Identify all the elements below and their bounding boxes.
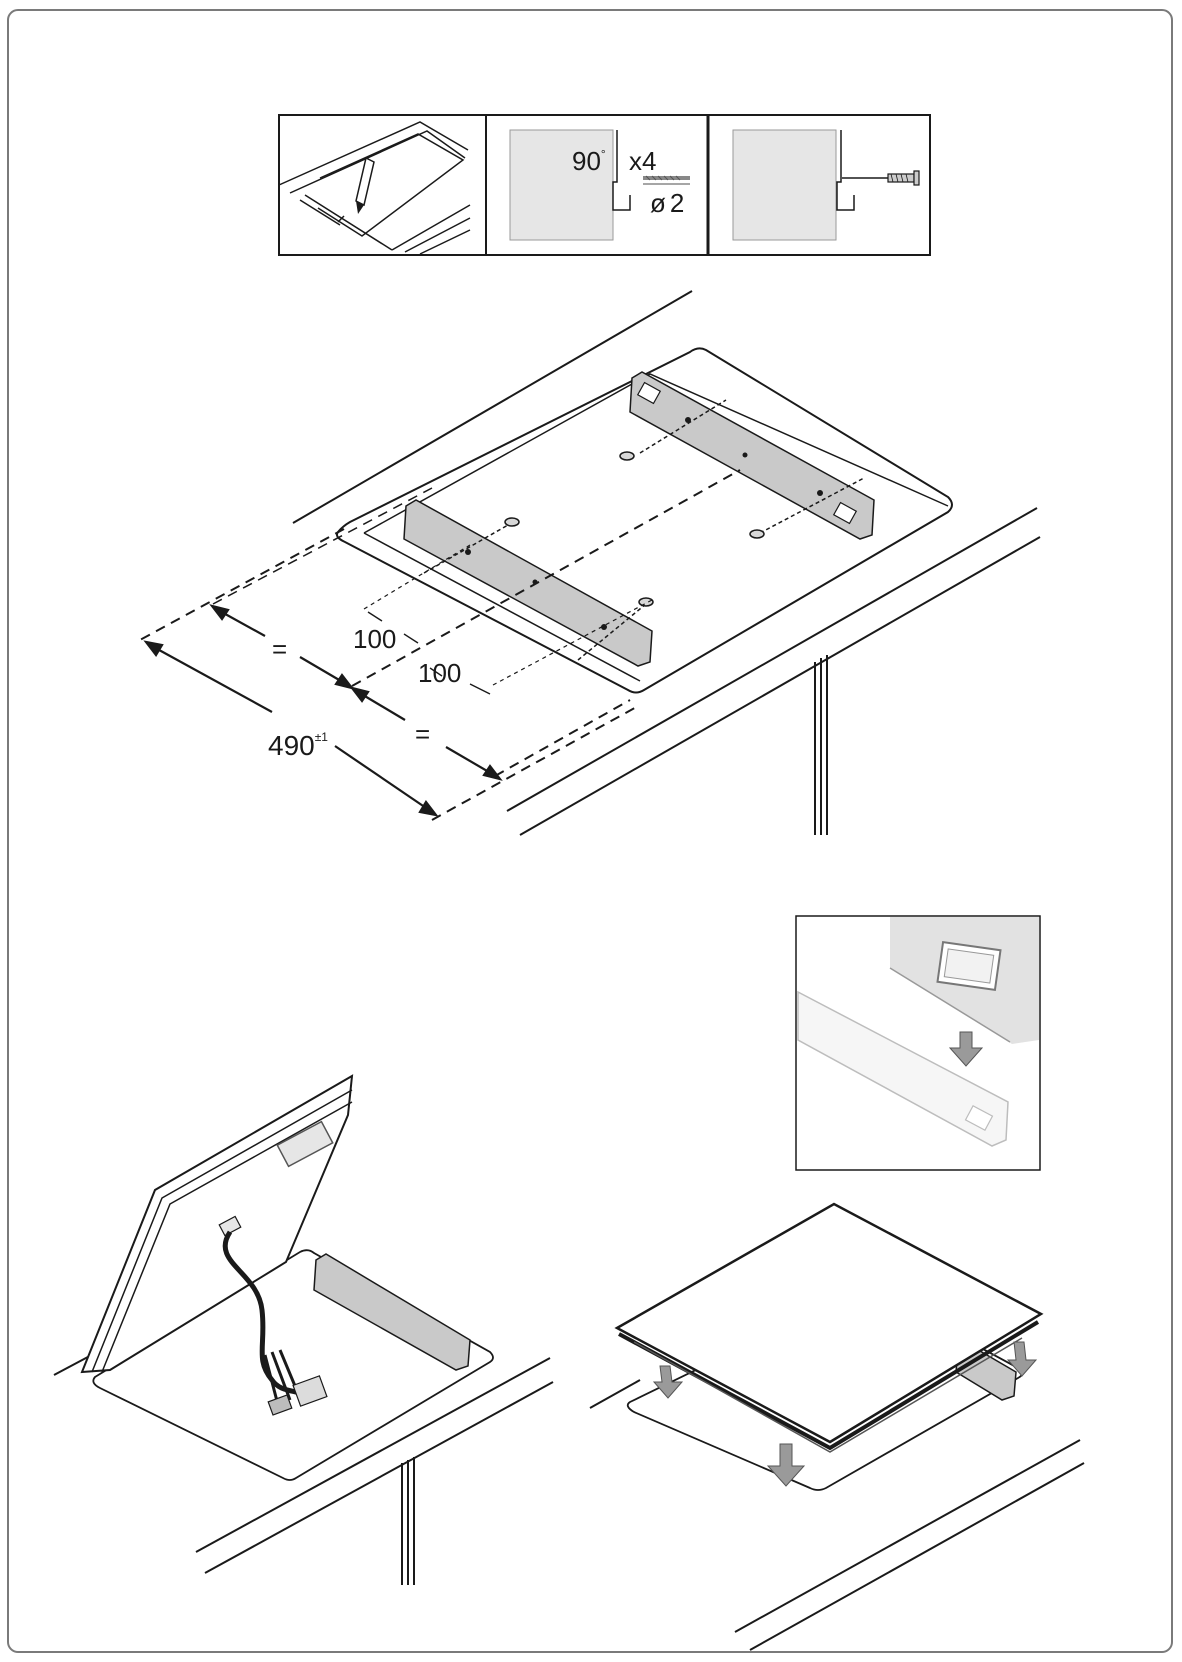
bracket-front	[403, 499, 653, 667]
dimension-labels: = = 100 100 490±1	[268, 624, 461, 761]
screw-icon	[504, 517, 520, 527]
step-connect	[53, 1074, 554, 1585]
down-arrow-icon	[1006, 1341, 1038, 1377]
bracket-back	[629, 371, 875, 540]
cutout	[92, 1249, 494, 1481]
screw-icon	[887, 170, 920, 186]
screws	[423, 399, 865, 661]
drill-bit-icon	[643, 175, 690, 185]
step2-diagram	[292, 290, 1041, 836]
angle-value: 90°	[572, 146, 606, 176]
panel-screwing	[732, 129, 920, 241]
raised-hob	[80, 1074, 354, 1374]
hob-plate	[614, 1202, 1044, 1444]
offset-label-b: 100	[418, 658, 461, 688]
equal-label-a: =	[272, 634, 287, 664]
pencil-icon	[355, 156, 375, 214]
bracket-ghost	[797, 990, 1009, 1147]
bracket-profile	[836, 130, 855, 211]
panel-board	[732, 129, 837, 241]
cutout	[335, 347, 953, 694]
dimension-guides	[139, 469, 741, 821]
offset-label-a: 100	[353, 624, 396, 654]
panel-board	[509, 129, 614, 241]
panel-marking	[278, 121, 471, 255]
width-label: 490±1	[268, 730, 328, 761]
down-arrow-icon	[766, 1443, 806, 1487]
down-arrow-icon	[652, 1365, 684, 1399]
step-place	[589, 1202, 1085, 1651]
page-border	[7, 9, 1173, 1653]
screw-icon	[638, 597, 654, 607]
dimension-arrows	[143, 604, 503, 817]
down-arrow-icon	[948, 1031, 984, 1067]
cable-icon	[222, 1230, 328, 1416]
bracket-profile	[612, 130, 631, 211]
detail-inset	[795, 915, 1041, 1171]
screw-icon	[619, 451, 635, 461]
screw-icon	[749, 529, 765, 539]
equal-label-b: =	[415, 719, 430, 749]
screw-count: x4	[629, 146, 656, 176]
